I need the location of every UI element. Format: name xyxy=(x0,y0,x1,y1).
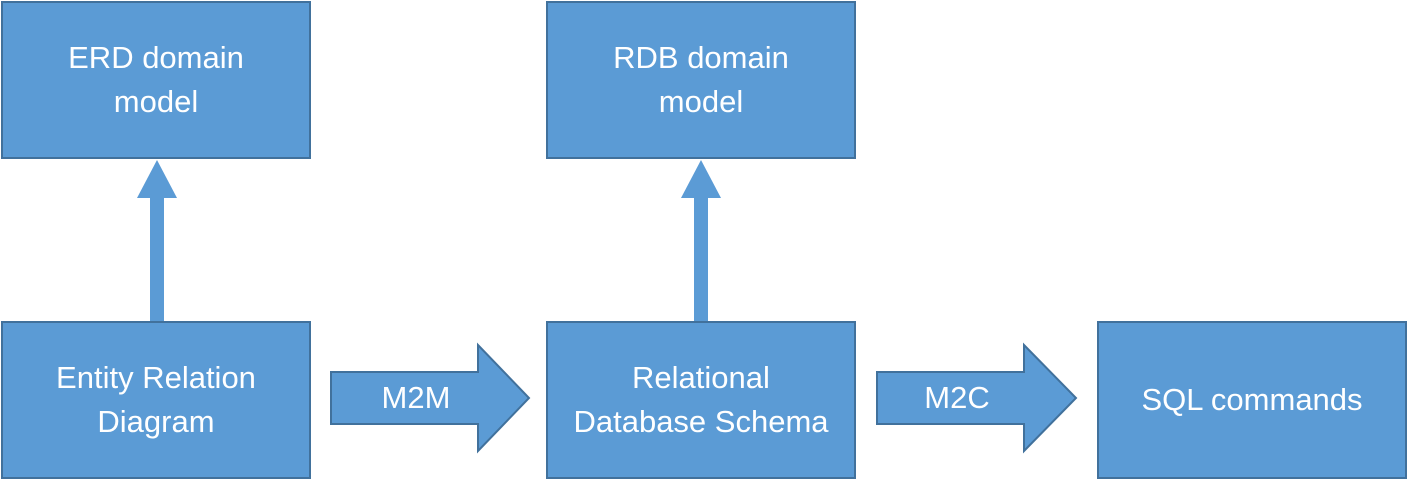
m2m-arrow-label: M2M xyxy=(381,380,451,415)
relational-database-schema-label: Relational Database Schema xyxy=(573,360,829,439)
sql-commands-box: SQL commands xyxy=(1097,321,1407,479)
m2m-block-arrow xyxy=(330,342,531,454)
erd-domain-model-box: ERD domain model xyxy=(1,1,311,159)
rdb-domain-model-label: RDB domain model xyxy=(613,40,789,119)
relational-database-schema-box: Relational Database Schema xyxy=(546,321,856,479)
rdb-domain-model-box: RDB domain model xyxy=(546,1,856,159)
up-arrow-erd xyxy=(137,160,177,321)
m2c-block-arrow xyxy=(876,342,1078,454)
entity-relation-diagram-label: Entity Relation Diagram xyxy=(56,360,256,439)
sql-commands-label: SQL commands xyxy=(1141,382,1363,417)
up-arrow-rdb xyxy=(681,160,721,321)
m2c-arrow-label: M2C xyxy=(924,380,990,415)
erd-domain-model-label: ERD domain model xyxy=(68,40,244,119)
entity-relation-diagram-box: Entity Relation Diagram xyxy=(1,321,311,479)
